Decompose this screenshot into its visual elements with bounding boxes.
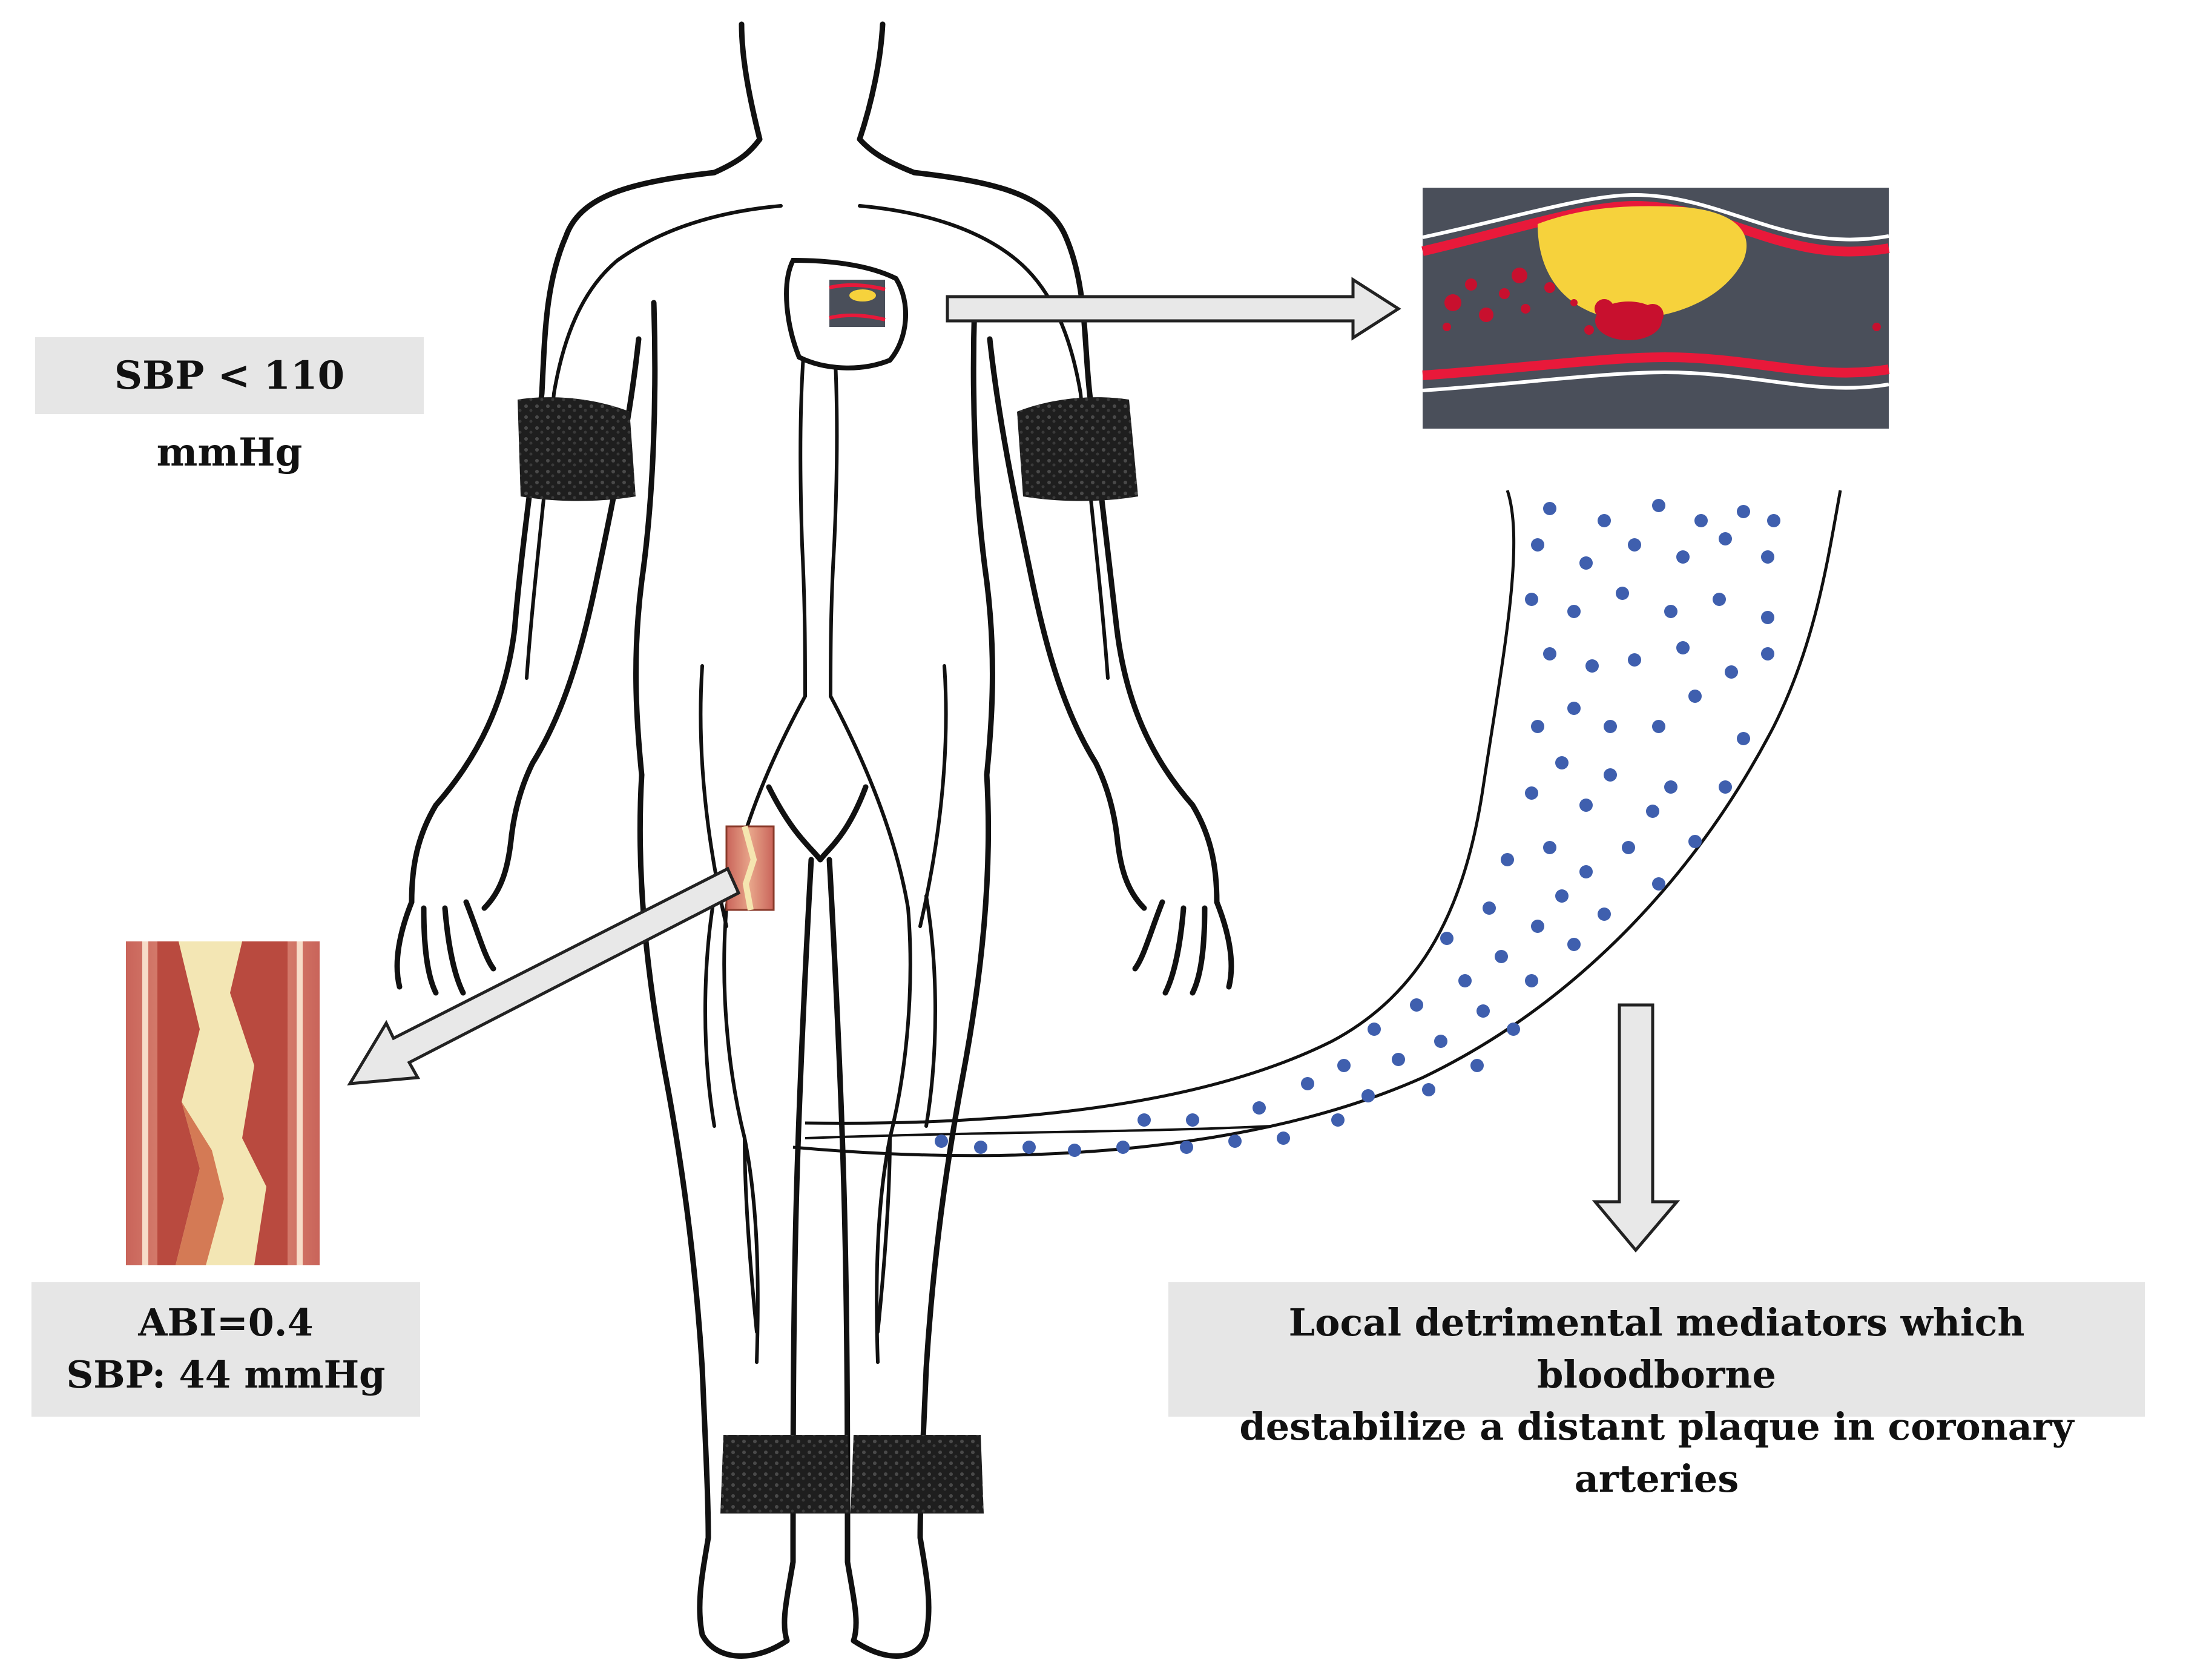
arrow-to-coronary-inset bbox=[946, 277, 1401, 341]
arterial-tree bbox=[525, 204, 1110, 1364]
femoral-marker bbox=[725, 825, 775, 911]
femoral-stenosis-inset bbox=[126, 941, 320, 1265]
mediators-line-2: destabilize a distant plaque in coronary… bbox=[1239, 1405, 2074, 1501]
mediators-label: Local detrimental mediators which bloodb… bbox=[1168, 1282, 2145, 1501]
right-ankle-cuff bbox=[851, 1435, 984, 1514]
leg-pressure-text: SBP: 44 mmHg bbox=[66, 1352, 386, 1397]
left-ankle-cuff bbox=[720, 1435, 851, 1514]
abi-text: ABI=0.4 bbox=[138, 1300, 314, 1345]
right-arm-cuff bbox=[1017, 397, 1138, 501]
leg-pressure-label: ABI=0.4 SBP: 44 mmHg bbox=[31, 1282, 420, 1417]
coronary-plaque-inset bbox=[1421, 188, 1890, 429]
mediators-line-1: Local detrimental mediators which bloodb… bbox=[1288, 1300, 2025, 1397]
arrow-down-to-mediators bbox=[1592, 1003, 1681, 1253]
human-body-outline bbox=[394, 21, 1234, 1659]
mediator-stream bbox=[792, 490, 1842, 1158]
arrow-to-femoral-inset bbox=[347, 866, 741, 1085]
mediator-dots bbox=[935, 499, 1780, 1157]
arm-pressure-text: SBP < 110 mmHg bbox=[114, 353, 345, 475]
bp-cuffs bbox=[518, 397, 1138, 1514]
arm-pressure-label: SBP < 110 mmHg bbox=[35, 337, 424, 475]
heart bbox=[784, 257, 908, 371]
left-arm-cuff bbox=[518, 397, 636, 501]
